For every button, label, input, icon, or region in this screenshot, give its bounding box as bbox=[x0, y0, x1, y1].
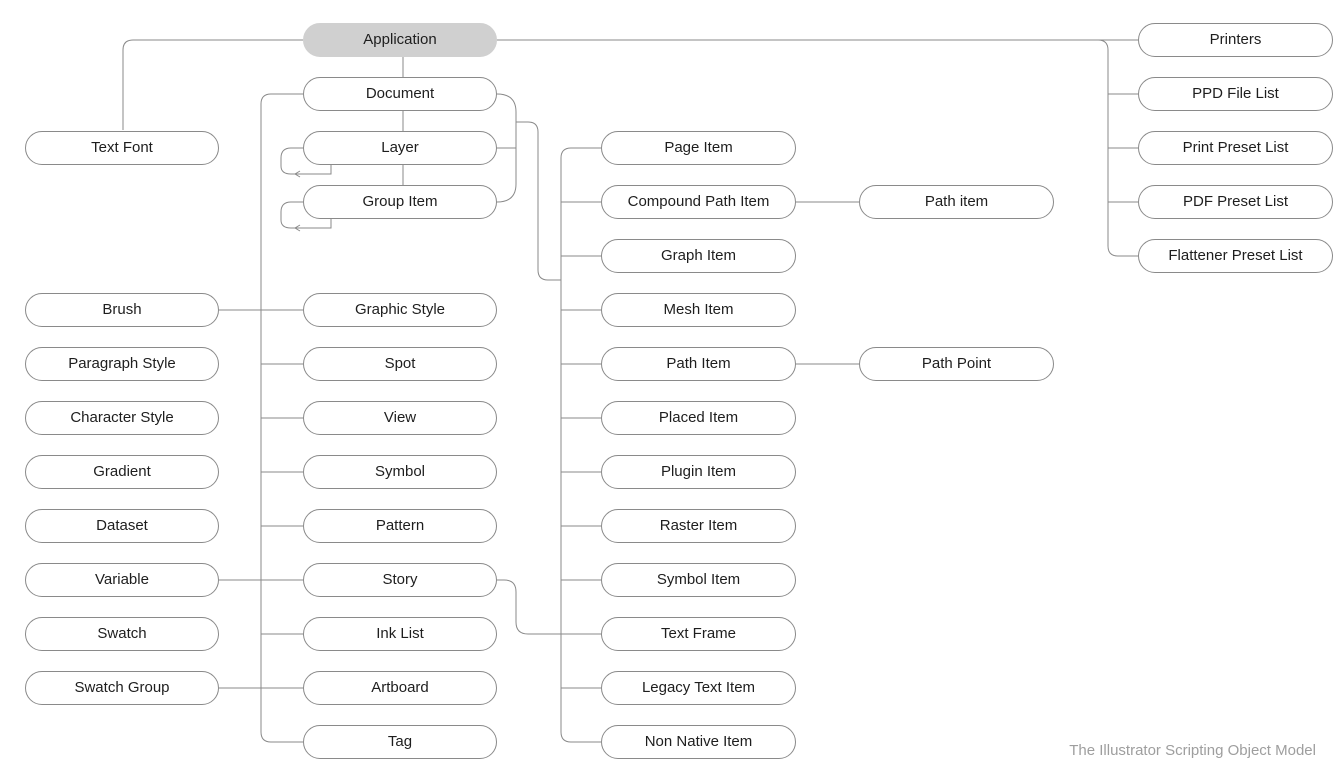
node-path-item-child: Path item bbox=[859, 185, 1054, 219]
node-spot: Spot bbox=[303, 347, 497, 381]
connector-layer-self-loop bbox=[280, 147, 332, 175]
node-swatch-group: Swatch Group bbox=[25, 671, 219, 705]
node-paragraph-style: Paragraph Style bbox=[25, 347, 219, 381]
node-mesh-item: Mesh Item bbox=[601, 293, 796, 327]
node-path-point: Path Point bbox=[859, 347, 1054, 381]
node-document: Document bbox=[303, 77, 497, 111]
node-symbol-item: Symbol Item bbox=[601, 563, 796, 597]
node-view: View bbox=[303, 401, 497, 435]
loop-arrow-layer bbox=[294, 170, 301, 178]
node-ink-list: Ink List bbox=[303, 617, 497, 651]
node-dataset: Dataset bbox=[25, 509, 219, 543]
diagram-caption: The Illustrator Scripting Object Model bbox=[1069, 742, 1316, 759]
node-artboard: Artboard bbox=[303, 671, 497, 705]
node-graphic-style: Graphic Style bbox=[303, 293, 497, 327]
node-legacy-text-item: Legacy Text Item bbox=[601, 671, 796, 705]
node-non-native-item: Non Native Item bbox=[601, 725, 796, 759]
node-layer: Layer bbox=[303, 131, 497, 165]
node-plugin-item: Plugin Item bbox=[601, 455, 796, 489]
node-gradient: Gradient bbox=[25, 455, 219, 489]
node-variable: Variable bbox=[25, 563, 219, 597]
node-text-frame: Text Frame bbox=[601, 617, 796, 651]
node-tag: Tag bbox=[303, 725, 497, 759]
node-path-item: Path Item bbox=[601, 347, 796, 381]
node-placed-item: Placed Item bbox=[601, 401, 796, 435]
node-character-style: Character Style bbox=[25, 401, 219, 435]
loop-arrow-group bbox=[294, 224, 301, 232]
node-application: Application bbox=[303, 23, 497, 57]
connector-page-items-trunk bbox=[560, 147, 601, 743]
connector-group-self-loop bbox=[280, 201, 332, 229]
node-page-item: Page Item bbox=[601, 131, 796, 165]
node-flattener-preset-list: Flattener Preset List bbox=[1138, 239, 1333, 273]
node-compound-path-item: Compound Path Item bbox=[601, 185, 796, 219]
connector-application-text-font bbox=[122, 39, 303, 130]
connector-story-text-frame bbox=[497, 579, 601, 635]
node-brush: Brush bbox=[25, 293, 219, 327]
connector-printers-trunk bbox=[1097, 39, 1138, 257]
node-pattern: Pattern bbox=[303, 509, 497, 543]
node-symbol: Symbol bbox=[303, 455, 497, 489]
node-text-font: Text Font bbox=[25, 131, 219, 165]
node-raster-item: Raster Item bbox=[601, 509, 796, 543]
node-group-item: Group Item bbox=[303, 185, 497, 219]
connector-bracket-to-page-items bbox=[516, 121, 561, 281]
node-story: Story bbox=[303, 563, 497, 597]
node-print-preset-list: Print Preset List bbox=[1138, 131, 1333, 165]
node-graph-item: Graph Item bbox=[601, 239, 796, 273]
node-ppd-file-list: PPD File List bbox=[1138, 77, 1333, 111]
node-pdf-preset-list: PDF Preset List bbox=[1138, 185, 1333, 219]
node-printers: Printers bbox=[1138, 23, 1333, 57]
node-swatch: Swatch bbox=[25, 617, 219, 651]
